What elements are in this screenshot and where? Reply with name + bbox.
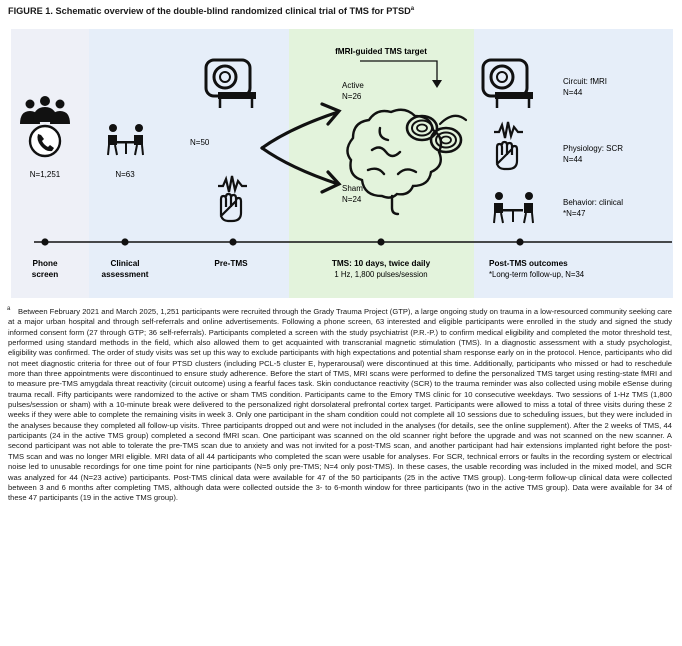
scr-hand-icon-pre (218, 175, 247, 223)
outcome-circuit-label: Circuit: fMRI (563, 77, 607, 86)
tms-target-arrowhead (432, 80, 442, 88)
band-tms (289, 29, 474, 298)
clinical-interview-icon (493, 192, 534, 224)
band-outcomes (474, 29, 673, 298)
pretms-count: N=50 (190, 138, 210, 147)
timeline-dot-tms (377, 238, 385, 246)
mri-scanner-icon (204, 58, 256, 108)
clinical-assessment-icon (107, 124, 144, 156)
people-phone-icon (20, 96, 70, 158)
outcome-physiology-count: N=44 (563, 155, 583, 164)
timeline-label-tms-1: TMS: 10 days, twice daily (332, 259, 431, 268)
mri-scanner-icon-post (481, 58, 533, 108)
outcome-circuit-count: N=44 (563, 88, 583, 97)
figure-footnote: a Between February 2021 and March 2025, … (7, 306, 672, 504)
timeline-label-tms-2: 1 Hz, 1,800 pulses/session (334, 270, 427, 279)
sham-count: N=24 (342, 195, 362, 204)
timeline-label-clinical-2: assessment (102, 270, 149, 279)
timeline-label-clinical-1: Clinical (110, 259, 139, 268)
arrowhead-active (320, 102, 342, 126)
tms-target-arrow (360, 60, 438, 84)
sham-label: Sham (342, 184, 363, 193)
phone-screen-count: N=1,251 (30, 170, 61, 179)
active-count: N=26 (342, 92, 362, 101)
brain-tms-coil-icon (346, 108, 468, 216)
timeline-label-phone-2: screen (32, 270, 58, 279)
footnote-text: Between February 2021 and March 2025, 1,… (8, 307, 672, 503)
timeline-dot-post (516, 238, 524, 246)
active-label: Active (342, 81, 364, 90)
timeline-label-phone-1: Phone (32, 259, 57, 268)
timeline-label-post-1: Post-TMS outcomes (489, 259, 568, 268)
timeline-label-post-2: *Long-term follow-up, N=34 (489, 270, 585, 279)
arrow-to-active (260, 110, 340, 150)
timeline-label-pretms: Pre-TMS (214, 259, 248, 268)
figure-title-text: FIGURE 1. Schematic overview of the doub… (8, 6, 411, 17)
randomization-arrows (260, 102, 342, 194)
timeline-dot-clinical (121, 238, 129, 246)
clinical-assessment-count: N=63 (115, 170, 135, 179)
timeline-dot-phone (41, 238, 49, 246)
figure-title: FIGURE 1. Schematic overview of the doub… (8, 6, 414, 16)
trial-schematic: Phone screen Clinical assessment Pre-TMS… (11, 29, 673, 298)
scr-hand-icon-post (494, 121, 523, 171)
outcome-behavior-label: Behavior: clinical (563, 198, 623, 207)
tms-target-label: fMRI-guided TMS target (335, 47, 427, 56)
footnote-mark: a (7, 306, 11, 312)
outcome-physiology-label: Physiology: SCR (563, 144, 623, 153)
band-pre-treatment (89, 29, 289, 298)
band-phone-screen (11, 29, 89, 298)
figure-title-sup: a (410, 6, 415, 12)
timeline-dot-pretms (229, 238, 237, 246)
arrowhead-sham (320, 170, 342, 194)
outcome-behavior-count: *N=47 (563, 209, 586, 218)
arrow-to-sham (260, 146, 340, 186)
